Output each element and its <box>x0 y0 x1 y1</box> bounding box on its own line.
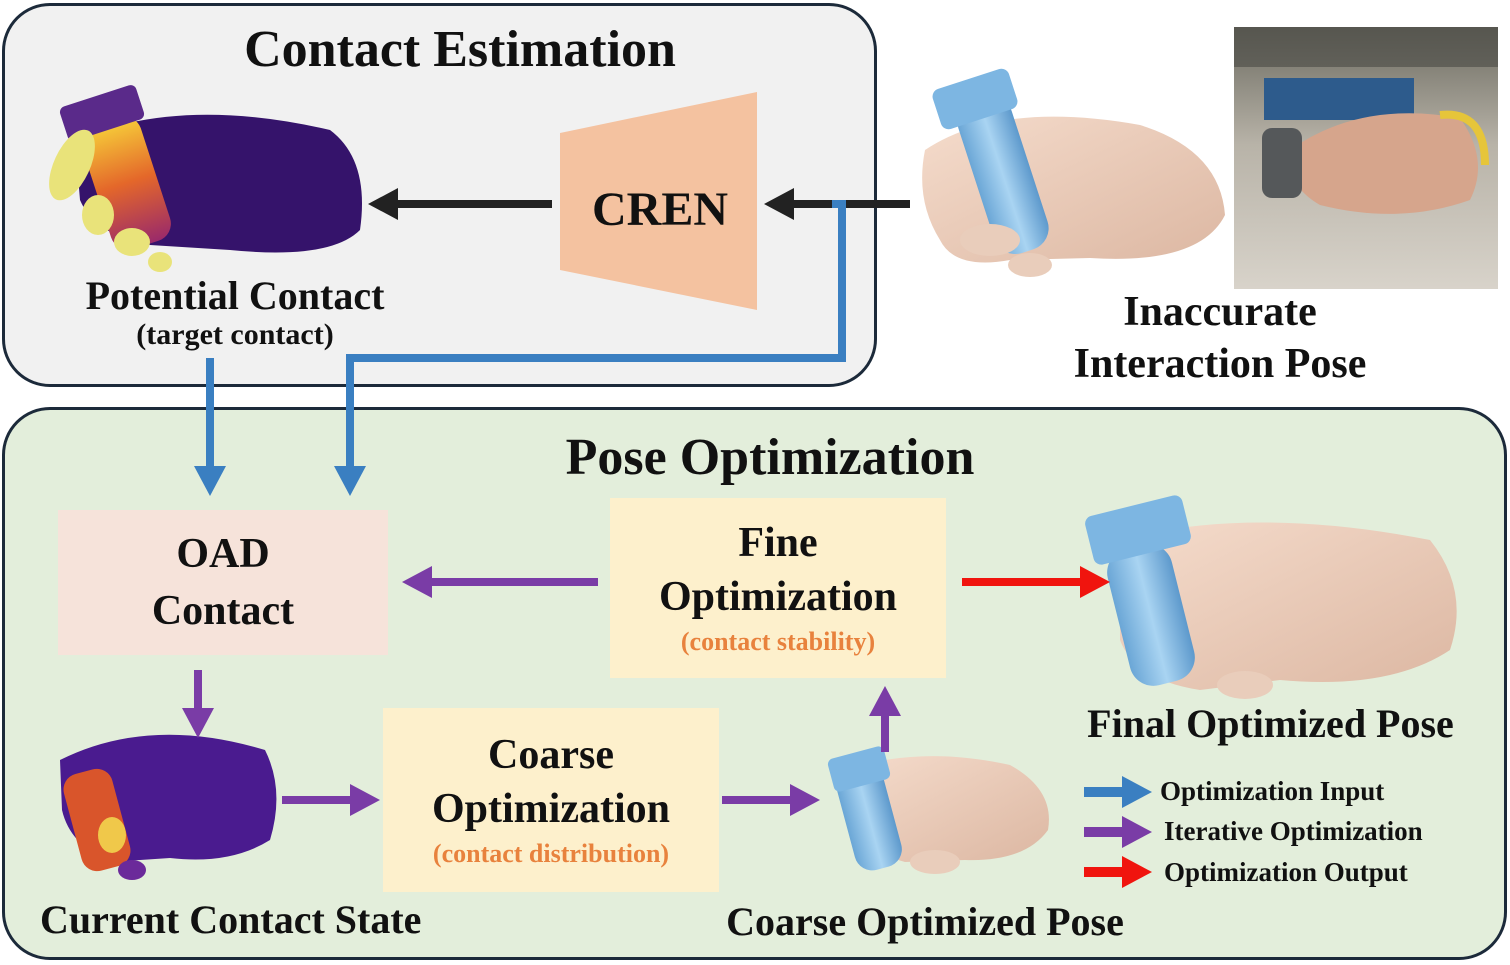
current-contact-state-label: Current Contact State <box>40 897 422 942</box>
coarse-label-line1: Coarse <box>488 731 614 778</box>
arrow-potential-to-oad <box>194 358 226 496</box>
arrow-cren-to-contact <box>368 188 552 220</box>
fine-optimization-text: Fine Optimization (contact stability) <box>610 498 946 678</box>
arrow-pose-to-oad <box>334 200 846 496</box>
final-optimized-pose-label: Final Optimized Pose <box>1087 701 1454 746</box>
inaccurate-pose-label-line1: Inaccurate <box>1123 289 1317 335</box>
legend-label-iterative: Iterative Optimization <box>1164 816 1423 846</box>
pose-optimization-title: Pose Optimization <box>565 429 975 486</box>
final-pose-mesh <box>1085 495 1457 699</box>
arrow-fine-to-oad <box>402 566 598 598</box>
oad-contact-text: OAD Contact <box>58 510 388 655</box>
coarse-optimization-text: Coarse Optimization (contact distributio… <box>383 708 719 892</box>
legend-label-output: Optimization Output <box>1164 857 1408 887</box>
fine-optimization-box <box>610 498 946 678</box>
legend-arrow-input <box>1084 776 1152 808</box>
coarse-sub-label: (contact distribution) <box>432 839 670 869</box>
coarse-pose-mesh <box>827 746 1049 874</box>
fine-label-line2: Optimization <box>659 574 897 621</box>
arrow-coarse-to-pose <box>722 784 820 816</box>
arrow-current-to-coarse <box>282 784 380 816</box>
photo-image <box>1234 27 1498 289</box>
potential-contact-mesh <box>49 85 362 272</box>
cren-block <box>560 92 757 310</box>
arrow-fine-to-final <box>962 566 1110 598</box>
arrow-pose-to-cren <box>764 188 910 220</box>
inaccurate-pose-label-line2: Interaction Pose <box>1073 341 1367 387</box>
cren-label: CREN <box>591 183 728 236</box>
contact-estimation-title: Contact Estimation <box>244 21 676 78</box>
target-contact-label: (target contact) <box>136 318 334 351</box>
fine-label-line1: Fine <box>738 519 818 566</box>
legend-arrow-iterative <box>1084 816 1152 848</box>
coarse-optimization-box <box>383 708 719 892</box>
coarse-label-line2: Optimization <box>432 786 670 833</box>
fine-sub-label: (contact stability) <box>680 627 876 657</box>
inaccurate-pose-mesh <box>922 68 1225 277</box>
oad-label-line1: OAD <box>176 531 270 578</box>
oad-label-line2: Contact <box>151 587 295 634</box>
arrow-oad-to-current <box>182 670 214 738</box>
coarse-optimized-pose-label: Coarse Optimized Pose <box>726 899 1124 944</box>
oad-contact-box <box>58 510 388 655</box>
potential-contact-label: Potential Contact <box>85 273 385 318</box>
arrow-pose-to-fine <box>869 686 901 752</box>
legend-label-input: Optimization Input <box>1160 776 1385 806</box>
current-contact-mesh <box>60 734 277 880</box>
legend-arrow-output <box>1084 856 1152 888</box>
